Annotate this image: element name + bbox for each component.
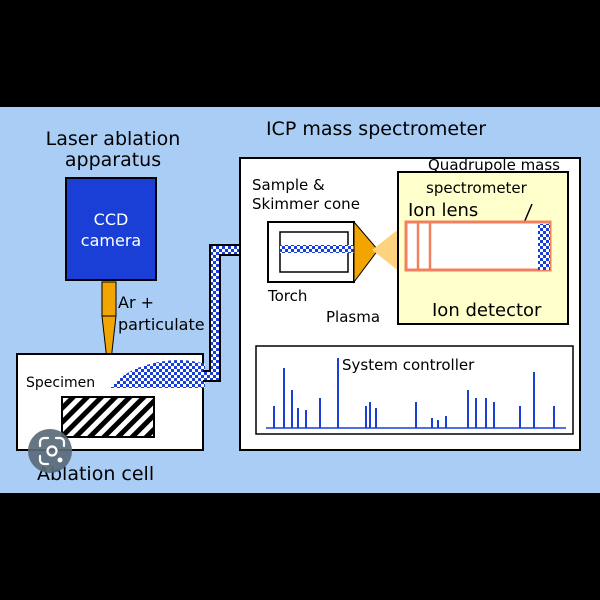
laser-beam [101,281,117,317]
ar-particulate-label-line2: particulate [118,315,205,334]
icp-ms-title: ICP mass spectrometer [266,118,486,140]
sampling-beam [372,228,400,272]
specimen [61,396,155,438]
plasma-label: Plasma [326,308,380,326]
ion-detector-label: Ion detector [432,300,542,321]
ccd-camera [65,177,157,281]
ccd-camera-label-line2: camera [81,231,141,250]
quadrupole-chamber [404,220,552,272]
ccd-camera-label-line1: CCD [94,210,129,229]
mass-spectrum [266,358,566,429]
sample-skimmer-label-line2: Skimmer cone [252,195,360,213]
ablation-cell-label: Ablation cell [37,463,154,485]
torch-label: Torch [267,287,307,305]
laser-beam-tip [101,315,117,379]
sample-skimmer-label-line1: Sample & [252,176,325,194]
quadrupole-label-line2: spectrometer [426,179,528,197]
particulate-plume [110,360,205,388]
ion-detector [538,224,550,270]
ion-lens-label: Ion lens [408,200,478,221]
specimen-label: Specimen [26,375,95,391]
laser-ablation-title-line1: Laser ablation [46,128,181,150]
torch-flow [280,245,354,253]
plasma [353,220,379,284]
quadrupole-label-line1: Quadrupole mass [428,156,560,174]
google-lens-icon[interactable] [28,429,72,473]
laser-ablation-title-line2: apparatus [65,149,161,171]
ar-particulate-label-line1: Ar + [118,293,154,312]
system-controller-label: System controller [342,356,475,374]
